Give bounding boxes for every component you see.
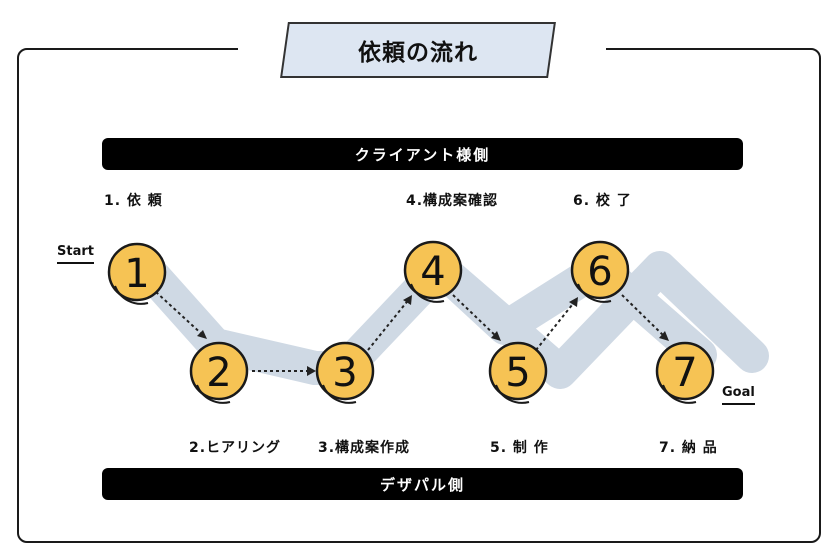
step-4-number: 4 — [420, 249, 445, 295]
step-4-coin: 4 — [403, 240, 463, 303]
arrow-4-to-5 — [452, 294, 501, 341]
arrow-5-to-6 — [535, 297, 578, 351]
step-5-number: 5 — [505, 350, 530, 396]
client-side-bar: クライアント様側 — [102, 138, 743, 170]
arrow-1-to-2 — [155, 291, 207, 339]
step-1-number: 1 — [124, 251, 149, 297]
goal-label: Goal — [722, 385, 755, 400]
step-4-label: 4.構成案確認 — [406, 193, 499, 209]
goal-underline — [722, 403, 755, 405]
step-5-coin: 5 — [488, 341, 548, 404]
arrow-6-to-7 — [621, 294, 669, 341]
step-6-coin: 6 — [570, 240, 630, 303]
step-2-coin: 2 — [189, 341, 249, 404]
step-6-number: 6 — [587, 249, 612, 295]
step-5-label: 5. 制 作 — [490, 440, 549, 456]
step-6-label: 6. 校 了 — [573, 193, 632, 209]
arrow-2-to-3 — [252, 366, 316, 376]
step-3-number: 3 — [332, 350, 357, 396]
step-2-label: 2.ヒアリング — [189, 440, 282, 456]
designer-side-bar: デザパル側 — [102, 468, 743, 500]
step-3-coin: 3 — [315, 341, 375, 404]
start-label: Start — [57, 244, 94, 259]
step-7-number: 7 — [672, 350, 697, 396]
step-1-coin: 1 — [107, 242, 167, 305]
step-3-label: 3.構成案作成 — [318, 440, 411, 456]
flow-path-band-tail — [423, 251, 769, 389]
step-1-label: 1. 依 頼 — [104, 193, 163, 209]
step-2-number: 2 — [206, 350, 231, 396]
start-marker: Start — [57, 244, 94, 264]
start-underline — [57, 262, 94, 264]
page-title: 依頼の流れ — [358, 40, 478, 66]
arrow-3-to-4 — [367, 295, 412, 351]
step-7-coin: 7 — [655, 341, 715, 404]
goal-marker: Goal — [722, 385, 755, 405]
step-7-label: 7. 納 品 — [659, 440, 718, 456]
